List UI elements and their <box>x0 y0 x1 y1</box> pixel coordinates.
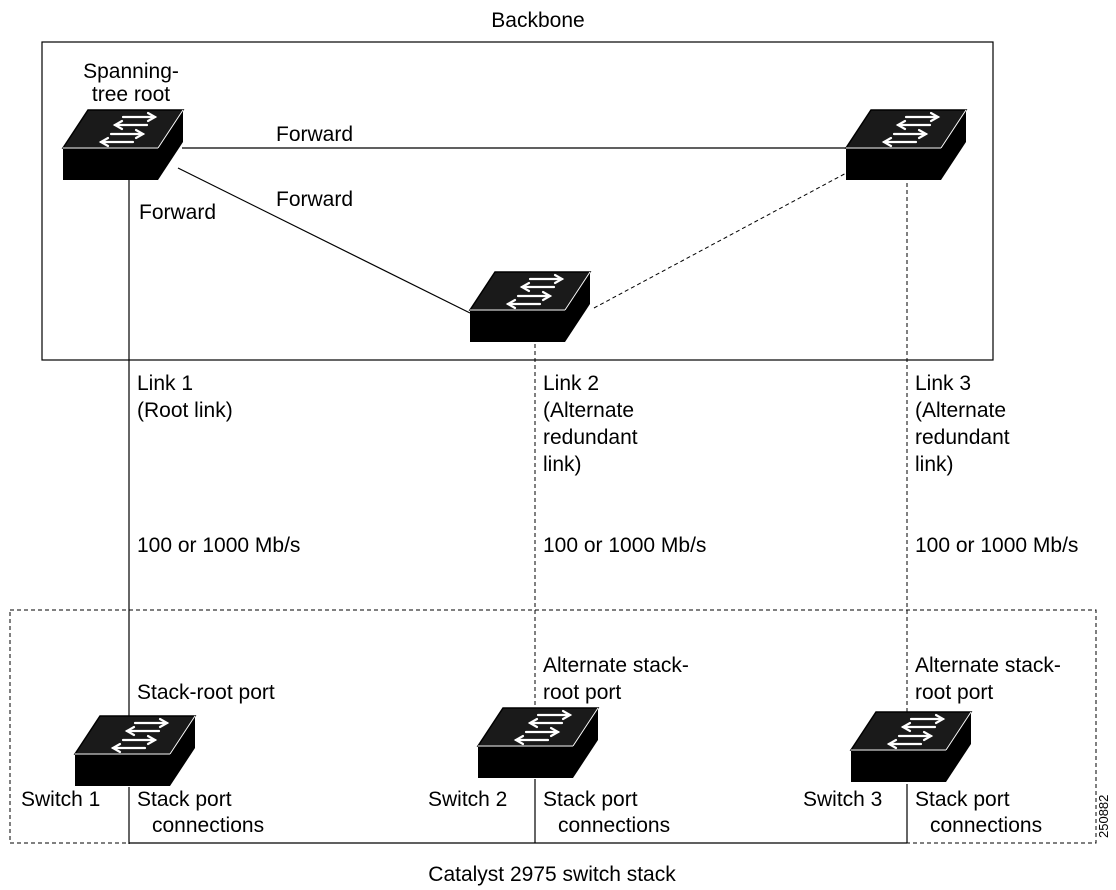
switch-3-conn-label-2: connections <box>930 814 1043 837</box>
spanning-tree-root-label-1: Spanning- <box>83 60 179 83</box>
forward-label-left: Forward <box>139 201 217 224</box>
link-3-desc-2: redundant <box>915 426 1010 449</box>
switch-3-port-label-2: root port <box>915 681 994 704</box>
switch-3-conn-label-1: Stack port <box>915 788 1010 811</box>
switch-1-conn-label-2: connections <box>152 814 265 837</box>
switch-3-port-label-1: Alternate stack- <box>915 654 1061 677</box>
stack-title: Catalyst 2975 switch stack <box>428 863 676 886</box>
figure-id: 250882 <box>1096 794 1111 838</box>
switch-3-name: Switch 3 <box>803 788 883 811</box>
link-2-desc-3: link) <box>543 453 582 476</box>
forward-label-top: Forward <box>276 123 354 146</box>
link-3-label: Link 3 <box>915 372 972 395</box>
spanning-tree-root-label-2: tree root <box>91 83 171 106</box>
backbone-frame <box>41 41 994 361</box>
link-3-desc-3: link) <box>915 453 954 476</box>
switch-2-port-label-2: root port <box>543 681 622 704</box>
link-1-label: Link 1 <box>137 372 194 395</box>
switch-1-port-label: Stack-root port <box>137 681 275 704</box>
link-2-desc-2: redundant <box>543 426 638 449</box>
link-1-desc: (Root link) <box>137 399 233 422</box>
link-2-speed: 100 or 1000 Mb/s <box>543 534 707 557</box>
switch-2-name: Switch 2 <box>428 788 508 811</box>
link-3-speed: 100 or 1000 Mb/s <box>915 534 1079 557</box>
link-2-label: Link 2 <box>543 372 600 395</box>
switch-2-port-label-1: Alternate stack- <box>543 654 689 677</box>
network-switch-icon <box>844 108 968 182</box>
forward-link-diagonal <box>177 167 471 314</box>
network-switch-icon <box>849 710 973 784</box>
switch-2-conn-label-2: connections <box>558 814 671 837</box>
backbone-title: Backbone <box>491 9 585 32</box>
network-switch-icon <box>73 714 197 788</box>
blocked-link-dashed <box>593 170 851 309</box>
switch-1-conn-label-1: Stack port <box>137 788 232 811</box>
forward-label-diagonal: Forward <box>276 188 354 211</box>
link-2-desc-1: (Alternate <box>543 399 635 422</box>
link-1-speed: 100 or 1000 Mb/s <box>137 534 301 557</box>
network-switch-icon <box>476 706 600 780</box>
switch-1-name: Switch 1 <box>21 788 101 811</box>
switch-2-conn-label-1: Stack port <box>543 788 638 811</box>
network-switch-icon <box>468 270 592 344</box>
network-switch-icon <box>61 108 185 182</box>
link-3-desc-1: (Alternate <box>915 399 1007 422</box>
